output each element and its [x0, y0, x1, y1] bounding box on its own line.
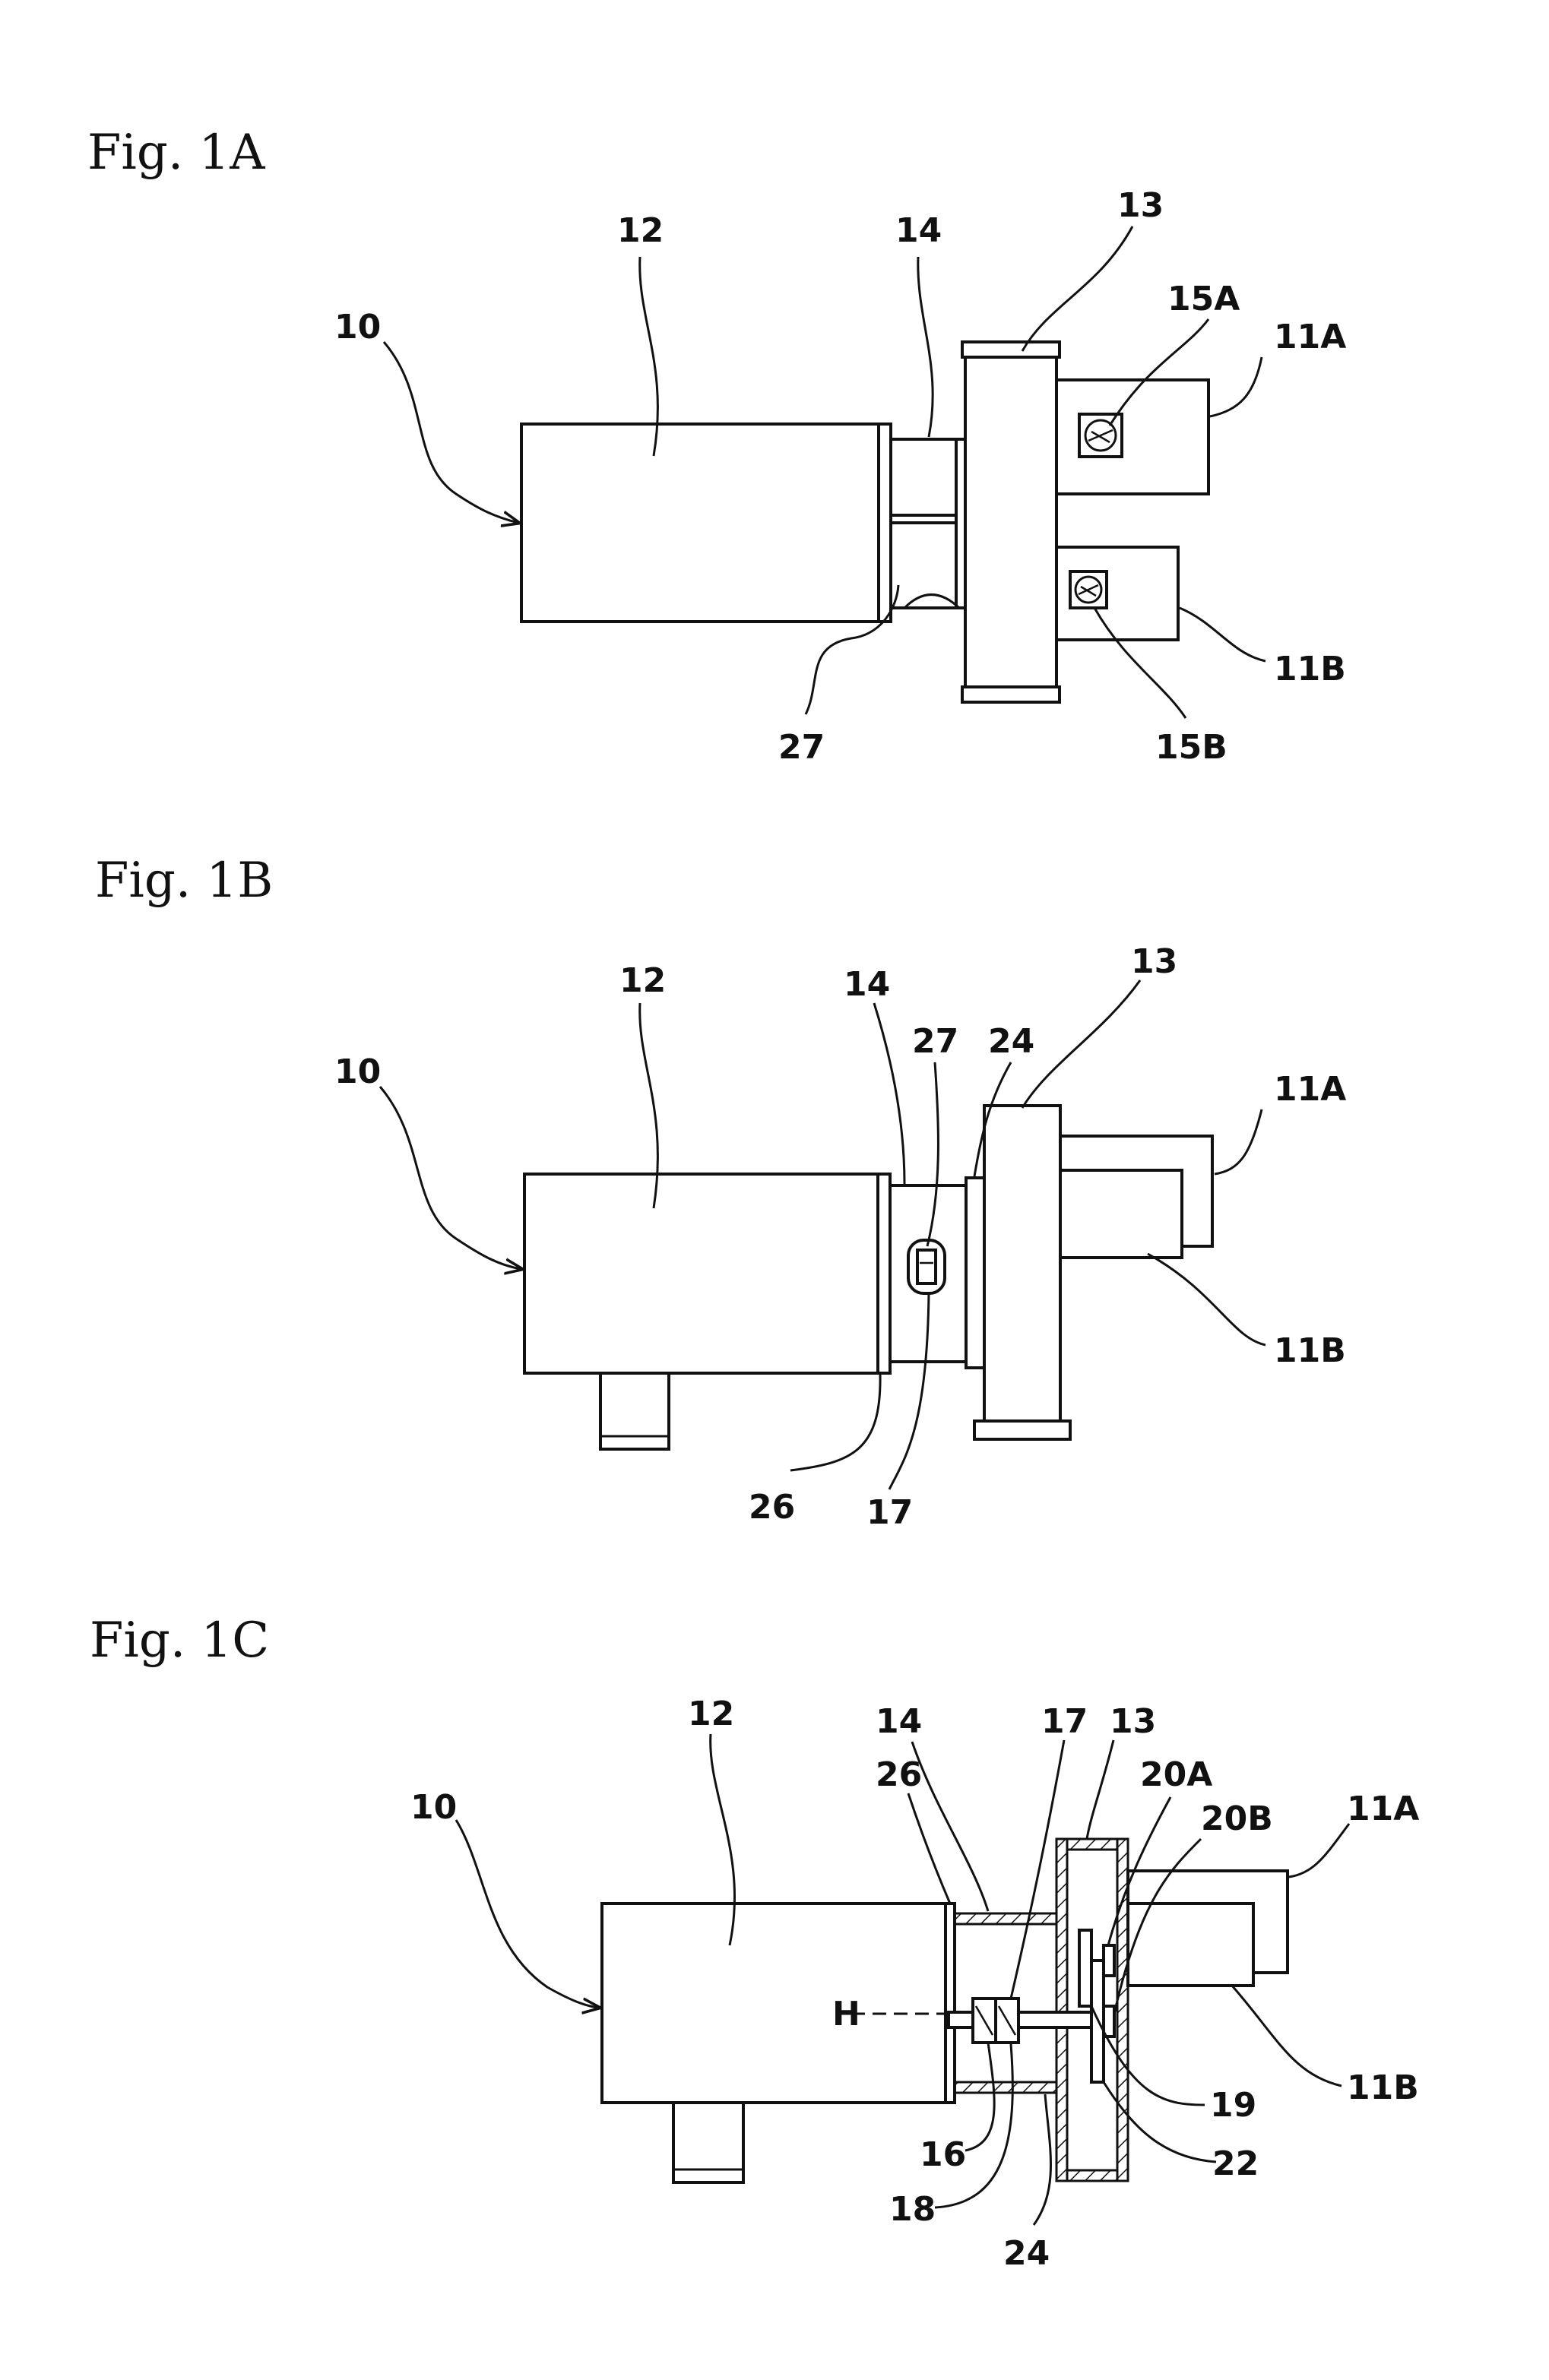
housing-13-left [1056, 1839, 1067, 2181]
part-17 [917, 1250, 936, 1283]
coupling-14-bottom-wall [950, 2082, 1056, 2093]
figure-1c: Fig. 1C [90, 1613, 1419, 2273]
label-11b: 11B [1347, 2068, 1419, 2107]
motor-body-12 [524, 1174, 878, 1373]
figure-1a: Fig. 1A 10 12 14 13 [87, 125, 1346, 767]
terminal-11b [1128, 1904, 1253, 1986]
label-13: 13 [1131, 942, 1177, 981]
motor-body-12 [521, 424, 879, 622]
label-24: 24 [988, 1022, 1034, 1061]
leader-14 [912, 1742, 988, 1911]
label-13: 13 [1110, 1702, 1156, 1741]
label-12: 12 [617, 211, 664, 250]
label-14: 14 [876, 1702, 922, 1741]
leader-11b [1180, 608, 1265, 661]
leader-10 [456, 1820, 599, 2008]
label-18: 18 [889, 2190, 936, 2229]
label-22: 22 [1212, 2144, 1259, 2183]
contact-20a [1104, 1945, 1114, 1976]
housing-cap-bottom [962, 687, 1060, 702]
figure-1c-title: Fig. 1C [90, 1613, 269, 1669]
label-11a: 11A [1347, 1790, 1419, 1828]
figure-1b: Fig. 1B 10 12 14 27 24 13 11A 11B 26 [95, 853, 1346, 1532]
housing-cap-bottom [974, 1421, 1070, 1439]
label-12: 12 [619, 961, 666, 1000]
leader-10 [380, 1087, 521, 1269]
leader-11a [1215, 1109, 1262, 1174]
leader-26 [790, 1374, 880, 1470]
ring-24 [966, 1178, 984, 1368]
label-11a: 11A [1274, 1070, 1346, 1109]
leader-11b [1231, 1985, 1342, 2086]
label-12: 12 [688, 1695, 734, 1733]
leader-13 [1022, 980, 1140, 1108]
label-24: 24 [1003, 2234, 1050, 2273]
label-26: 26 [876, 1755, 922, 1794]
label-10: 10 [410, 1788, 457, 1827]
label-h: H [832, 1995, 860, 2033]
figure-1b-title: Fig. 1B [95, 853, 273, 909]
coupling-14-top-wall [950, 1913, 1056, 1924]
housing-cap-top [962, 342, 1060, 357]
label-17: 17 [1041, 1702, 1088, 1741]
label-15b: 15B [1155, 728, 1227, 767]
label-10: 10 [334, 1052, 381, 1091]
label-19: 19 [1210, 2086, 1256, 2125]
label-20b: 20B [1201, 1799, 1273, 1838]
leader-13 [1087, 1740, 1113, 1839]
terminal-11b [1060, 1170, 1182, 1258]
leader-14 [874, 1003, 904, 1184]
leader-14 [918, 257, 933, 437]
label-15a: 15A [1167, 280, 1240, 318]
label-16: 16 [920, 2135, 966, 2174]
leader-11b [1148, 1254, 1265, 1345]
label-13: 13 [1117, 186, 1164, 225]
figure-1a-title: Fig. 1A [87, 125, 265, 181]
housing-13 [984, 1106, 1060, 1432]
leader-13 [1022, 226, 1132, 351]
label-11b: 11B [1274, 650, 1346, 688]
motor-flange-26 [878, 1174, 890, 1373]
housing-13 [965, 351, 1056, 693]
leader-11a [1289, 1824, 1349, 1877]
motor-flange [879, 424, 891, 622]
label-27: 27 [778, 728, 825, 767]
leader-26 [908, 1793, 950, 1904]
motor-foot [600, 1373, 669, 1449]
label-11b: 11B [1274, 1331, 1346, 1370]
leader-16 [965, 2043, 994, 2151]
label-27: 27 [912, 1022, 958, 1061]
flange-26 [946, 1904, 955, 2103]
label-11a: 11A [1274, 318, 1346, 356]
leader-10 [384, 342, 518, 523]
leader-11a [1210, 357, 1262, 416]
label-26: 26 [749, 1488, 795, 1527]
label-14: 14 [844, 965, 890, 1004]
label-14: 14 [895, 211, 942, 250]
label-10: 10 [334, 308, 381, 347]
label-17: 17 [866, 1493, 913, 1532]
contact-arm-19 [1079, 1930, 1091, 2006]
leader-24 [1034, 2094, 1051, 2225]
label-20a: 20A [1140, 1755, 1212, 1794]
motor-body-12 [602, 1904, 946, 2103]
